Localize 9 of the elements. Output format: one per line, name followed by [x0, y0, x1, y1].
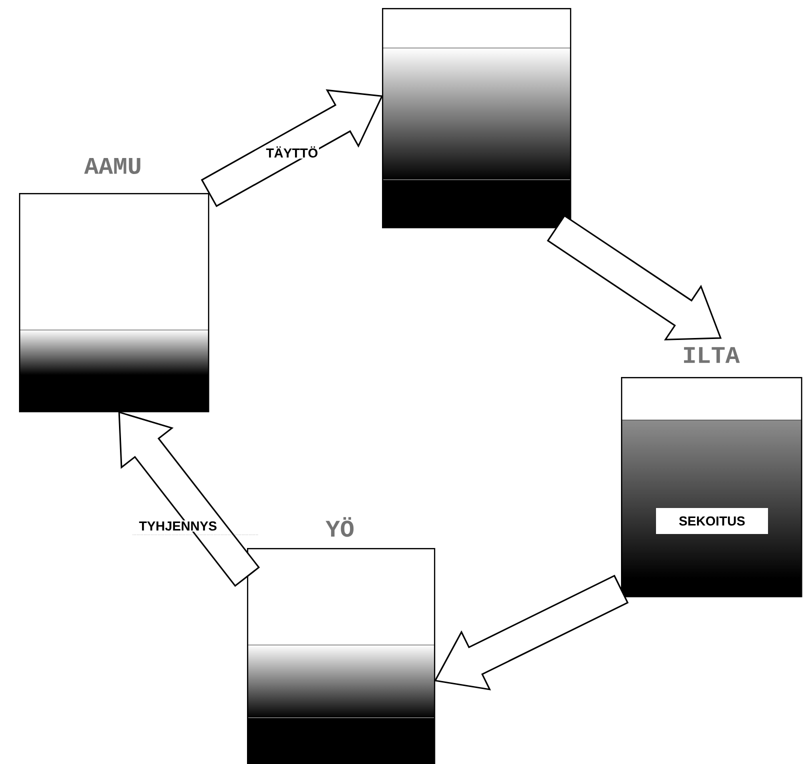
tank-heading: YÖ [326, 517, 354, 537]
tank [382, 8, 572, 228]
block-arrow [118, 411, 260, 587]
block-arrow [546, 214, 722, 340]
tank-heading: ILTA [684, 347, 740, 363]
edge-label: TYHJENNYS [132, 520, 258, 535]
edge-label: TÄYTTÖ [265, 145, 319, 159]
tank-label: SEKOITUS [656, 508, 768, 534]
tank-heading: AAMU [84, 158, 140, 174]
